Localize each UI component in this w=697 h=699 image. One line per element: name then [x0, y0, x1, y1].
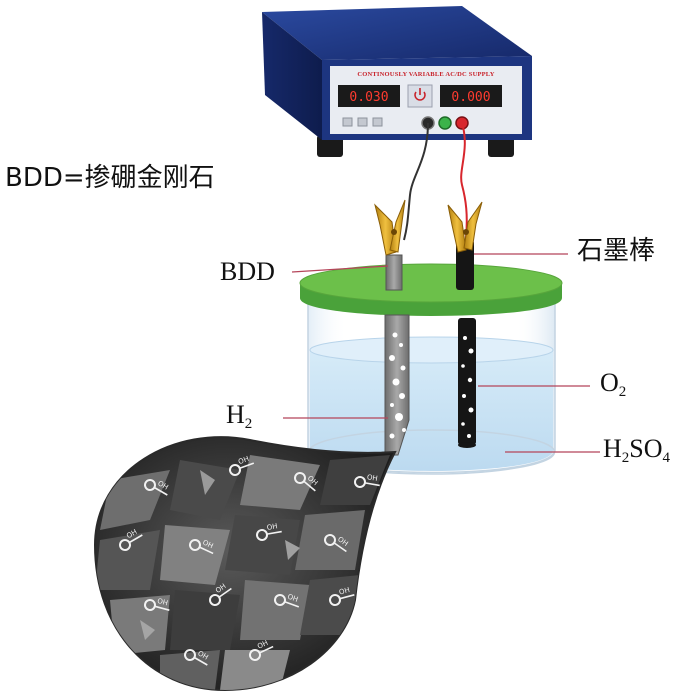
hydroxyl-label: OH: [156, 597, 168, 608]
display-left-value: 0.030: [349, 90, 388, 105]
power-supply-left-side: [262, 12, 322, 140]
label-h2so4-h-sub: 2: [621, 450, 630, 466]
label-h2so4-so-sub: 4: [662, 450, 671, 466]
hydroxyl-radical-marker: OH: [184, 649, 210, 666]
panel-switch-1[interactable]: [342, 117, 353, 127]
hydroxyl-label: OH: [286, 593, 299, 604]
leader-bdd: [291, 265, 389, 273]
lid-top: [299, 263, 563, 303]
display-right: [440, 85, 502, 107]
label-h2-sub: 2: [244, 416, 253, 432]
hydroxyl-radical-marker: OH: [329, 586, 355, 606]
graphite-rod-immersed: [458, 318, 476, 445]
label-o2: O2: [600, 370, 626, 400]
graphite-rod: [456, 240, 476, 448]
hydroxyl-radical-marker: OH: [354, 473, 380, 488]
electrolyte: [310, 350, 553, 471]
hydroxyl-radical-marker: OH: [189, 538, 214, 555]
clip-right: [447, 201, 483, 253]
label-h2-main: H: [226, 400, 245, 429]
electrolyte-surface: [309, 336, 554, 364]
beaker: [307, 289, 556, 475]
leader-lines: [283, 253, 600, 453]
power-supply: CONTINOUSLY VARIABLE AC/DC SUPPLY 0.030 …: [262, 6, 532, 157]
oxygen-bubbles: [461, 336, 474, 438]
hydroxyl-label: OH: [201, 538, 214, 550]
label-graphite-rod: 石墨棒: [577, 236, 656, 266]
hydroxyl-label: OH: [266, 522, 278, 532]
graphite-rod-top: [456, 240, 474, 290]
terminal-green[interactable]: [438, 116, 452, 130]
display-left: [338, 85, 400, 107]
hydroxyl-radical-marker: OH: [144, 479, 170, 496]
hydroxyl-label: OH: [237, 455, 250, 466]
hydroxyl-radical-marker: OH: [144, 597, 170, 611]
power-supply-top: [262, 6, 532, 60]
power-supply-foot-left: [317, 135, 343, 157]
legend-definition: BDD=掺硼金刚石: [5, 163, 215, 193]
hydroxyl-radical-marker: OH: [229, 455, 255, 476]
lid: [299, 263, 563, 316]
hydroxyl-radical-marker: OH: [249, 639, 274, 661]
hydrogen-bubbles: [389, 332, 406, 439]
bdd-plate-top: [385, 254, 403, 291]
label-o2-sub: 2: [618, 384, 627, 400]
power-supply-foot-right: [488, 135, 514, 157]
panel-switch-2[interactable]: [357, 117, 368, 127]
label-o2-main: O: [600, 368, 619, 397]
bdd-electrode: [384, 254, 410, 456]
clip-left: [374, 199, 406, 256]
display-right-value: 0.000: [451, 90, 490, 105]
hydroxyl-label: OH: [256, 639, 269, 651]
label-h2: H2: [226, 402, 252, 432]
hydroxyl-radical-marker: OH: [256, 522, 282, 541]
panel-switch-3[interactable]: [372, 117, 383, 127]
bdd-surface-texture: [95, 455, 390, 690]
power-supply-title: CONTINOUSLY VARIABLE AC/DC SUPPLY: [357, 71, 494, 78]
power-icon: [414, 88, 426, 101]
label-h2so4-h: H: [603, 434, 622, 463]
hydroxyl-label: OH: [366, 473, 378, 483]
hydroxyl-label: OH: [338, 586, 350, 597]
power-button[interactable]: [407, 84, 433, 108]
wire-black: [403, 122, 429, 241]
hydroxyl-radical-marker: OH: [274, 593, 299, 608]
label-bdd: BDD: [220, 257, 275, 286]
wire-red: [460, 122, 468, 239]
graphite-rod-bottom: [458, 442, 476, 448]
label-h2so4-so: SO: [629, 434, 663, 463]
label-h2so4: H2SO4: [603, 436, 670, 466]
